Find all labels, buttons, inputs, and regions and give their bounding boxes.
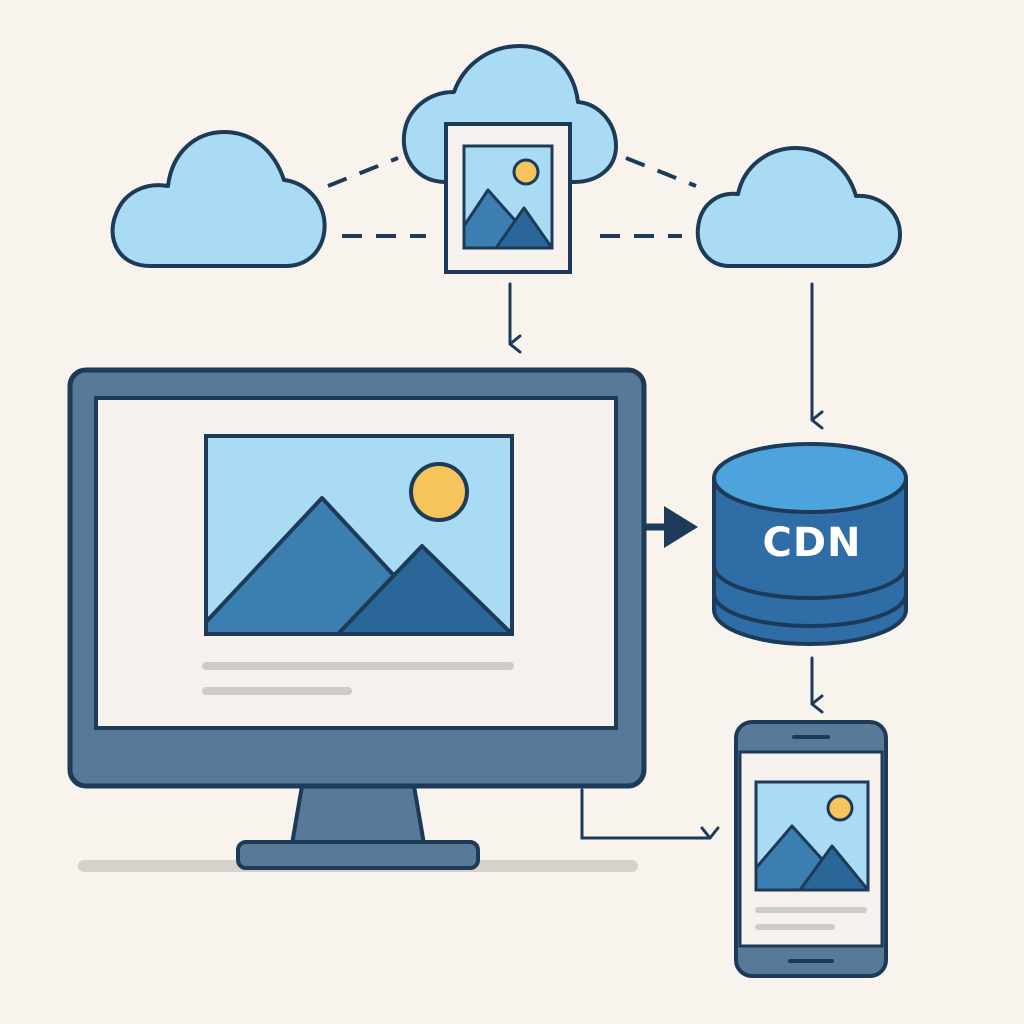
database-top xyxy=(712,442,908,514)
cdn-label: CDN xyxy=(762,520,861,566)
image-icon-framed xyxy=(444,122,572,274)
dashed-line-right-upper xyxy=(625,156,697,188)
image-icon-monitor xyxy=(204,434,514,636)
sun-icon xyxy=(826,794,854,822)
cloud-icon-left xyxy=(110,130,327,268)
dashed-connectors xyxy=(327,156,697,238)
dashed-line-left-upper xyxy=(327,156,399,188)
image-icon-phone xyxy=(754,780,870,892)
database-body xyxy=(712,476,908,646)
sun-icon xyxy=(409,462,469,522)
smartphone-icon xyxy=(734,720,888,978)
arrow-icon-monitor-to-phone xyxy=(580,788,720,840)
monitor-stand-base xyxy=(236,840,480,870)
monitor-stand-neck xyxy=(290,784,426,846)
database-band xyxy=(712,565,908,600)
database-icon: CDN xyxy=(712,442,908,646)
monitor-icon xyxy=(67,367,647,872)
database-band xyxy=(712,593,908,628)
flow-arrows xyxy=(508,282,824,840)
sun-icon xyxy=(512,158,540,186)
cloud-icon-right xyxy=(695,146,902,268)
